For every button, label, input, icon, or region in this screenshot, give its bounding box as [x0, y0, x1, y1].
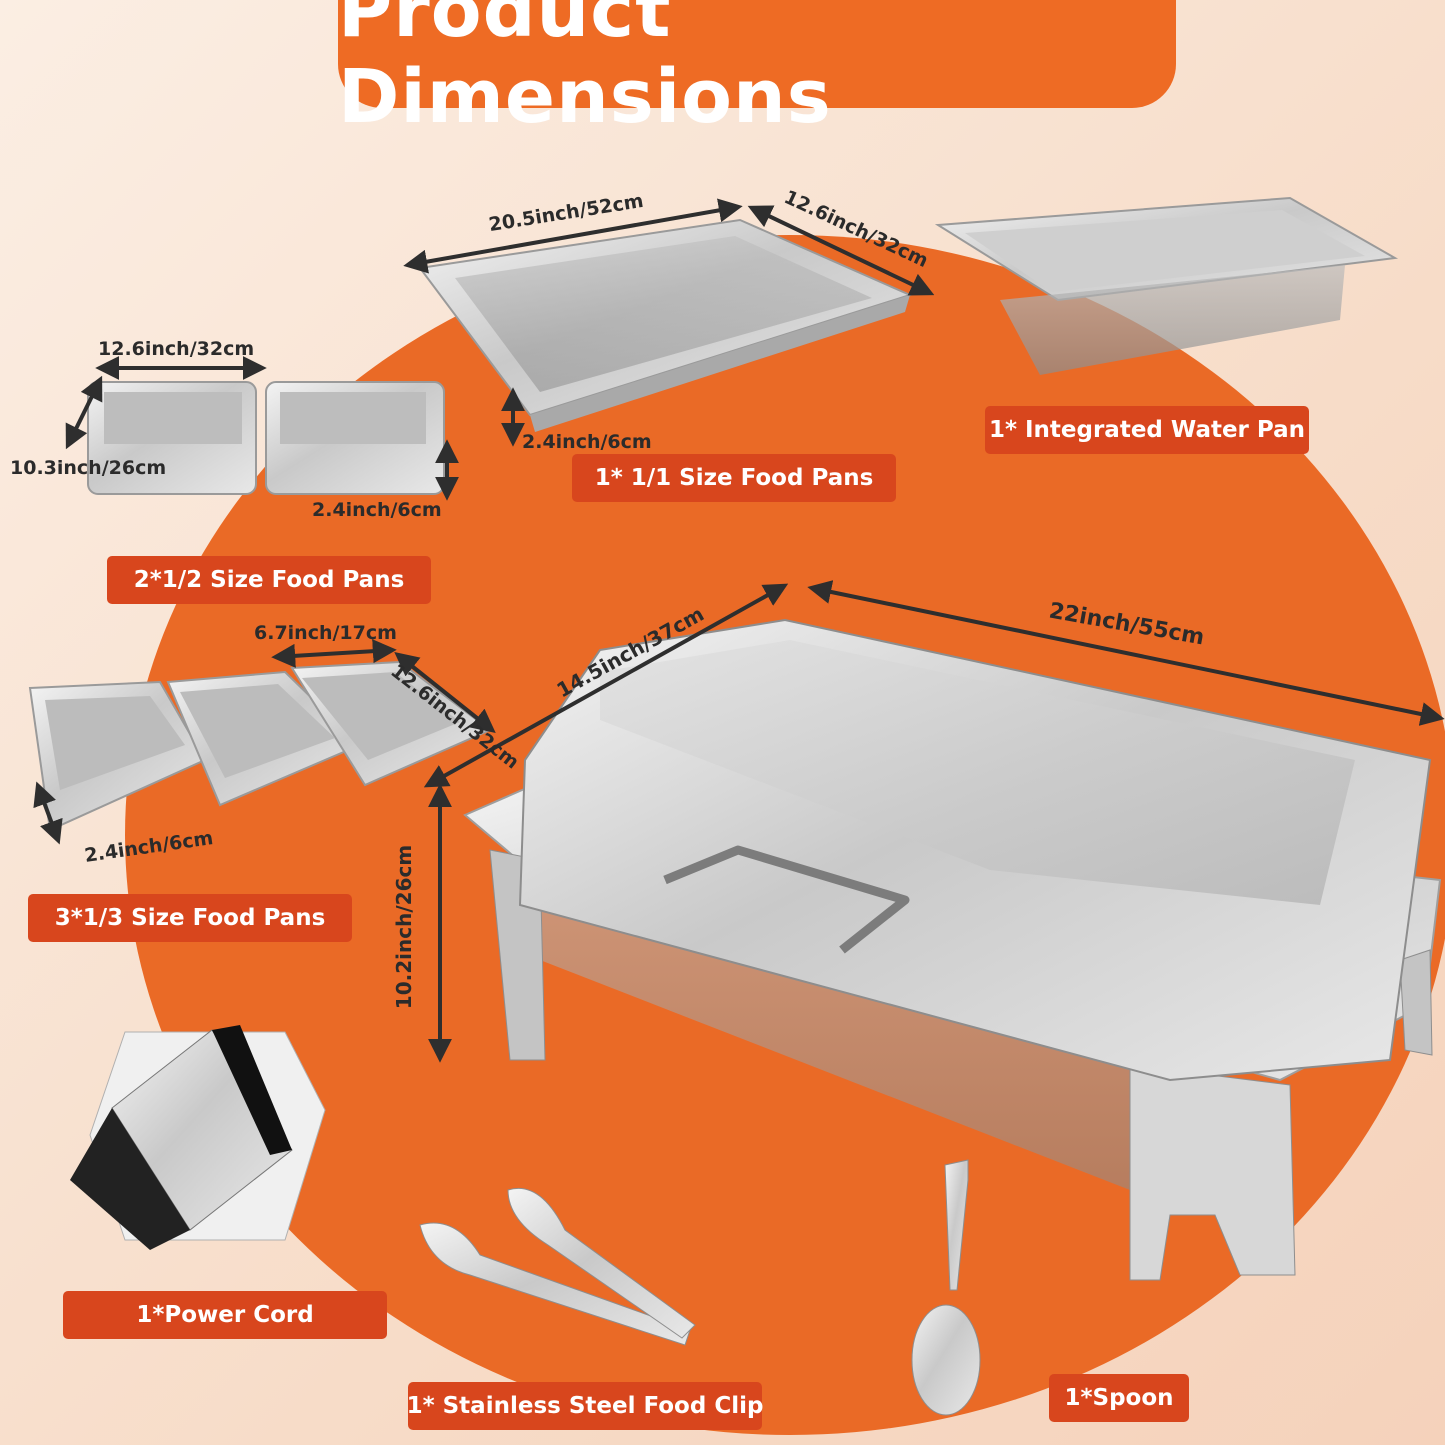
- dim-third-width: 6.7inch/17cm: [254, 622, 397, 644]
- dim-dish-height: 10.2inch/26cm: [392, 844, 417, 1010]
- dim-half-width: 10.3inch/26cm: [10, 457, 167, 479]
- half-pans-image: [87, 381, 445, 495]
- dim-half-depth: 2.4inch/6cm: [312, 499, 442, 521]
- power-cord-image: [70, 1025, 326, 1250]
- label-half-pans: 2*1/2 Size Food Pans: [107, 556, 431, 604]
- label-water-pan: 1* Integrated Water Pan: [985, 406, 1309, 454]
- label-full-pan: 1* 1/1 Size Food Pans: [572, 454, 896, 502]
- dim-full-depth: 2.4inch/6cm: [522, 431, 652, 453]
- label-power-cord: 1*Power Cord: [63, 1291, 387, 1339]
- dimension-arrows: [33, 198, 1445, 1063]
- label-food-clip: 1* Stainless Steel Food Clip: [407, 1382, 763, 1430]
- dim-half-length: 12.6inch/32cm: [98, 338, 255, 360]
- food-clip-image: [419, 1187, 696, 1346]
- water-pan-image: [934, 196, 1399, 375]
- spoon-image: [911, 1159, 981, 1416]
- title-banner: Product Dimensions: [338, 0, 1176, 140]
- page-title: Product Dimensions: [338, 0, 832, 140]
- label-spoon: 1*Spoon: [1049, 1374, 1189, 1422]
- label-third-pans: 3*1/3 Size Food Pans: [28, 894, 352, 942]
